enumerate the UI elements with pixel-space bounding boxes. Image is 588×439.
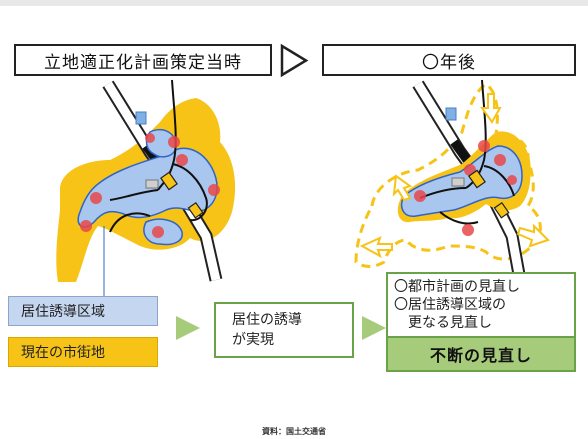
legend-urban-area: 現在の市街地 — [8, 337, 158, 367]
station-circle — [152, 226, 164, 238]
station-circle — [507, 175, 517, 185]
station-marker — [187, 201, 204, 219]
station-circle — [176, 154, 188, 166]
station-marker — [493, 201, 510, 219]
bus-route-4 — [439, 211, 479, 225]
station-circle — [462, 224, 474, 236]
bus-route-1 — [157, 79, 177, 191]
review-item: 〇居住誘導区域の — [394, 297, 506, 313]
station-circle — [168, 136, 180, 148]
top-strip — [0, 0, 588, 6]
station-circle — [478, 140, 490, 152]
station-circle — [414, 190, 426, 202]
legend-residential-area: 居住誘導区域 — [8, 296, 158, 326]
station-marker — [160, 171, 178, 191]
concentration-arrow-icon — [480, 93, 502, 124]
review-item: 更なる見直し — [394, 315, 492, 331]
source-note: 資料：国土交通省 — [262, 427, 326, 436]
bus-stop-icon — [135, 111, 147, 125]
bus-stop-icon — [451, 177, 465, 187]
flow-arrow-icon — [176, 316, 200, 340]
flow-arrow-icon — [362, 316, 386, 340]
induction-note-line: が実現 — [232, 332, 274, 348]
bus-route-1 — [465, 79, 487, 189]
station-circle — [208, 184, 220, 196]
station-circle — [145, 133, 155, 143]
bus-stop-icon — [445, 107, 457, 121]
bus-route-3 — [483, 165, 515, 197]
station-circle — [90, 192, 102, 204]
bus-route-3 — [171, 163, 208, 222]
review-list: 〇都市計画の見直し 〇居住誘導区域の 更なる見直し — [388, 274, 574, 332]
concentration-arrow-icon — [392, 174, 413, 202]
title-after: 〇年後 — [322, 44, 576, 76]
review-box: 〇都市計画の見直し 〇居住誘導区域の 更なる見直し 不断の見直し — [386, 272, 576, 372]
map-before — [56, 79, 236, 296]
bus-stop-icon — [145, 179, 159, 189]
station-marker — [468, 169, 486, 189]
induction-note-box: 居住の誘導 が実現 — [214, 302, 354, 358]
former-urban-dashed — [354, 82, 542, 268]
concentration-arrow-icon — [516, 223, 550, 248]
continuous-review-banner: 不断の見直し — [388, 336, 574, 370]
concentration-arrow-icon — [359, 236, 393, 259]
title-arrow-icon — [280, 43, 309, 78]
station-circle — [494, 154, 506, 166]
induction-note-line: 居住の誘導 — [232, 312, 302, 328]
title-before: 立地適正化計画策定当時 — [14, 44, 272, 76]
station-circle — [80, 220, 92, 232]
bus-route-2 — [109, 189, 159, 201]
bus-route-4 — [109, 212, 151, 233]
review-item: 〇都市計画の見直し — [394, 279, 520, 295]
map-after — [354, 79, 550, 282]
